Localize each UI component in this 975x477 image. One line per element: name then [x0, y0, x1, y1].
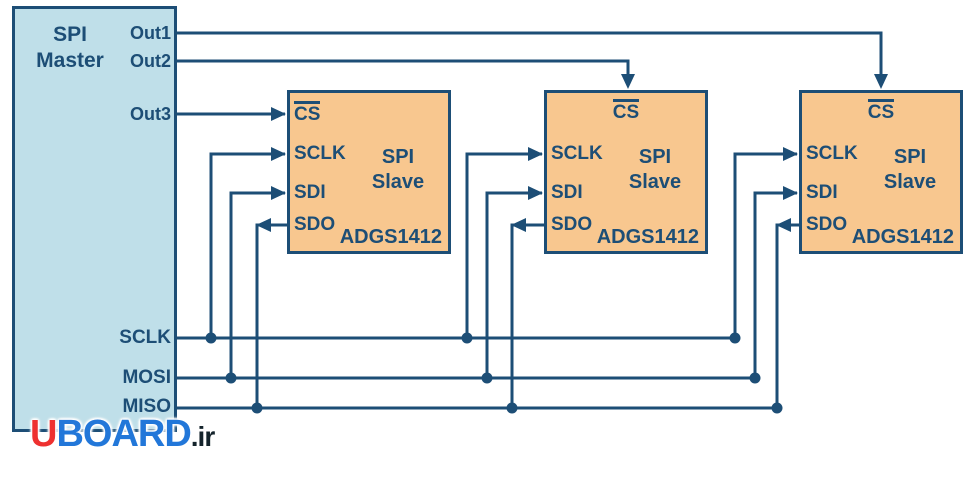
arrowhead-slave2-sclk: [528, 147, 543, 161]
slave3-pin-cs: CS: [802, 99, 960, 124]
arrowhead-slave3-sdi: [783, 186, 798, 200]
arrowhead-slave2-sdi: [528, 186, 543, 200]
slave2-title: SPI Slave: [603, 145, 707, 195]
junction-dot-miso-slave3: [771, 402, 783, 414]
master-pin-out2: Out2: [129, 51, 171, 71]
spi-master-box: SPI Master Out1 Out2 Out3 SCLK MOSI MISO: [12, 6, 177, 432]
spi-slave1-box: CS SCLK SDI SDO SPI Slave ADGS1412: [287, 90, 451, 254]
slave2-title-line1: SPI: [638, 146, 672, 168]
watermark-board: BOARD: [56, 413, 191, 455]
master-pin-out1: Out1: [129, 23, 171, 43]
slave3-title-line1: SPI: [893, 146, 927, 168]
slave1-pin-sdi: SDI: [294, 182, 326, 203]
arrowhead-slave1-sdo: [256, 218, 271, 232]
wire-sdo-slave2: [510, 223, 544, 408]
arrowhead-slave3-cs: [874, 74, 888, 89]
arrowhead-slave2-cs: [621, 74, 635, 89]
master-pin-miso: MISO: [122, 396, 171, 417]
slave2-pin-sclk: SCLK: [551, 143, 603, 164]
wire-sclk-slave2: [465, 152, 542, 338]
master-pin-sclk: SCLK: [119, 327, 171, 348]
slave2-pin-sdo: SDO: [551, 214, 593, 235]
arrowhead-slave3-sclk: [783, 147, 798, 161]
slave2-pin-sdi: SDI: [551, 182, 583, 203]
slave3-pin-sdo: SDO: [806, 214, 848, 235]
wire-sdo-slave3: [775, 223, 799, 408]
junction-dot-mosi-slave2: [481, 372, 493, 384]
slave3-pin-sdi: SDI: [806, 182, 838, 203]
slave1-title-line1: SPI: [381, 146, 415, 168]
arrowhead-slave1-sdi: [271, 186, 286, 200]
junction-dot-miso-slave2: [506, 402, 518, 414]
arrowhead-slave2-sdo: [511, 218, 526, 232]
slave1-title-line2: Slave: [371, 171, 425, 193]
wire-sdi-slave1: [229, 191, 285, 378]
slave2-part-number: ADGS1412: [596, 226, 699, 248]
slave3-cs-label: CS: [867, 99, 895, 124]
master-pin-mosi: MOSI: [122, 367, 171, 388]
arrowhead-slave3-sdo: [776, 218, 791, 232]
arrowhead-slave1-cs: [271, 107, 286, 121]
wire-sdo-slave1: [255, 223, 287, 408]
spi-slave2-box: CS SCLK SDI SDO SPI Slave ADGS1412: [544, 90, 708, 254]
master-pin-out3: Out3: [129, 104, 171, 124]
slave1-title: SPI Slave: [346, 145, 450, 195]
wire-out1-to-slave3-cs: [177, 31, 883, 76]
slave3-pin-sclk: SCLK: [806, 143, 858, 164]
master-title-line2: Master: [36, 49, 104, 72]
slave3-part-number: ADGS1412: [851, 226, 954, 248]
junction-dot-mosi-slave1: [225, 372, 237, 384]
arrowhead-slave1-sclk: [271, 147, 286, 161]
watermark-u: U: [30, 413, 57, 455]
slave1-pin-sclk: SCLK: [294, 143, 346, 164]
junction-dot-miso-slave1: [251, 402, 263, 414]
slave1-pin-sdo: SDO: [294, 214, 336, 235]
slave1-pin-cs: CS: [294, 101, 321, 126]
slave2-cs-label: CS: [612, 99, 640, 124]
slave1-cs-label: CS: [294, 101, 321, 126]
slave3-title-line2: Slave: [883, 171, 937, 193]
slave2-pin-cs: CS: [547, 99, 705, 124]
wire-sclk-slave1: [209, 152, 285, 338]
slave3-title: SPI Slave: [858, 145, 962, 195]
junction-dot-sclk-slave3: [729, 332, 741, 344]
junction-dot-sclk-slave2: [461, 332, 473, 344]
junction-dot-sclk-slave1: [205, 332, 217, 344]
master-title: SPI Master: [15, 22, 125, 74]
wire-sclk-slave3: [733, 152, 797, 338]
junction-dot-mosi-slave3: [749, 372, 761, 384]
uboard-watermark: UBOARD.ir: [30, 412, 215, 459]
spi-slave3-box: CS SCLK SDI SDO SPI Slave ADGS1412: [799, 90, 963, 254]
wire-sdi-slave2: [485, 191, 542, 378]
master-title-line1: SPI: [53, 23, 87, 46]
slave2-title-line2: Slave: [628, 171, 682, 193]
watermark-ir-suffix: .ir: [190, 421, 215, 452]
wire-out2-to-slave2-cs: [177, 59, 630, 76]
slave1-part-number: ADGS1412: [339, 226, 442, 248]
